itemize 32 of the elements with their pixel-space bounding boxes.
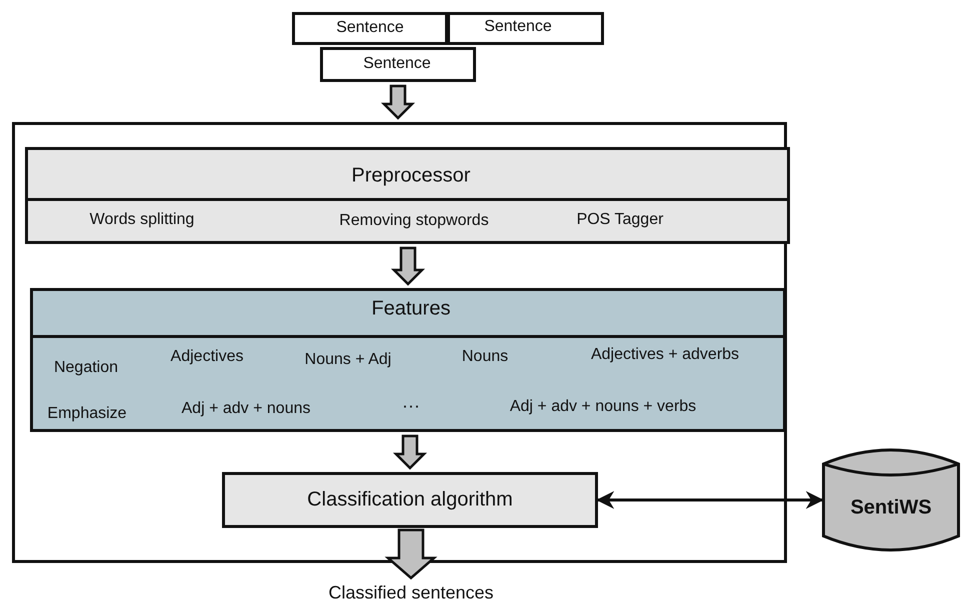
feature-label: ··· — [402, 396, 420, 416]
feature-label: Adjectives — [170, 348, 244, 366]
frame-box — [12, 122, 787, 563]
block-arrow — [392, 434, 428, 470]
feature-label: Adjectives + adverbs — [590, 346, 740, 364]
feature-label: Negation — [54, 358, 118, 378]
feature-label: Removing stopwords — [339, 212, 489, 230]
feature-label: Words splitting — [90, 210, 194, 230]
feature-label: Adj + adv + nouns — [182, 400, 310, 418]
block-arrow — [390, 246, 426, 286]
block-arrow — [380, 84, 416, 120]
panel-title: Features — [372, 298, 450, 320]
node-label: Classified sentences — [328, 582, 494, 604]
sentence-box — [292, 12, 448, 45]
sentence-box — [447, 12, 604, 45]
feature-label: Nouns — [462, 348, 508, 366]
preprocessor-panel — [25, 147, 790, 244]
connector-arrow — [596, 491, 824, 509]
node-label: SentiWS — [850, 496, 932, 520]
panel-title: Preprocessor — [352, 164, 470, 188]
node-label: Sentence — [363, 54, 431, 74]
node-label: Classification algorithm — [307, 488, 513, 512]
node-label: Sentence — [484, 18, 552, 36]
node-label: Sentence — [336, 18, 404, 38]
sentence-box — [320, 47, 476, 82]
classification-box — [222, 472, 598, 528]
feature-label: POS Tagger — [576, 210, 664, 230]
features-panel — [30, 288, 786, 432]
feature-label: Adj + adv + nouns + verbs — [510, 398, 696, 416]
block-arrow — [384, 528, 438, 580]
feature-label: Emphasize — [47, 404, 127, 424]
feature-label: Nouns + Adj — [304, 350, 392, 370]
